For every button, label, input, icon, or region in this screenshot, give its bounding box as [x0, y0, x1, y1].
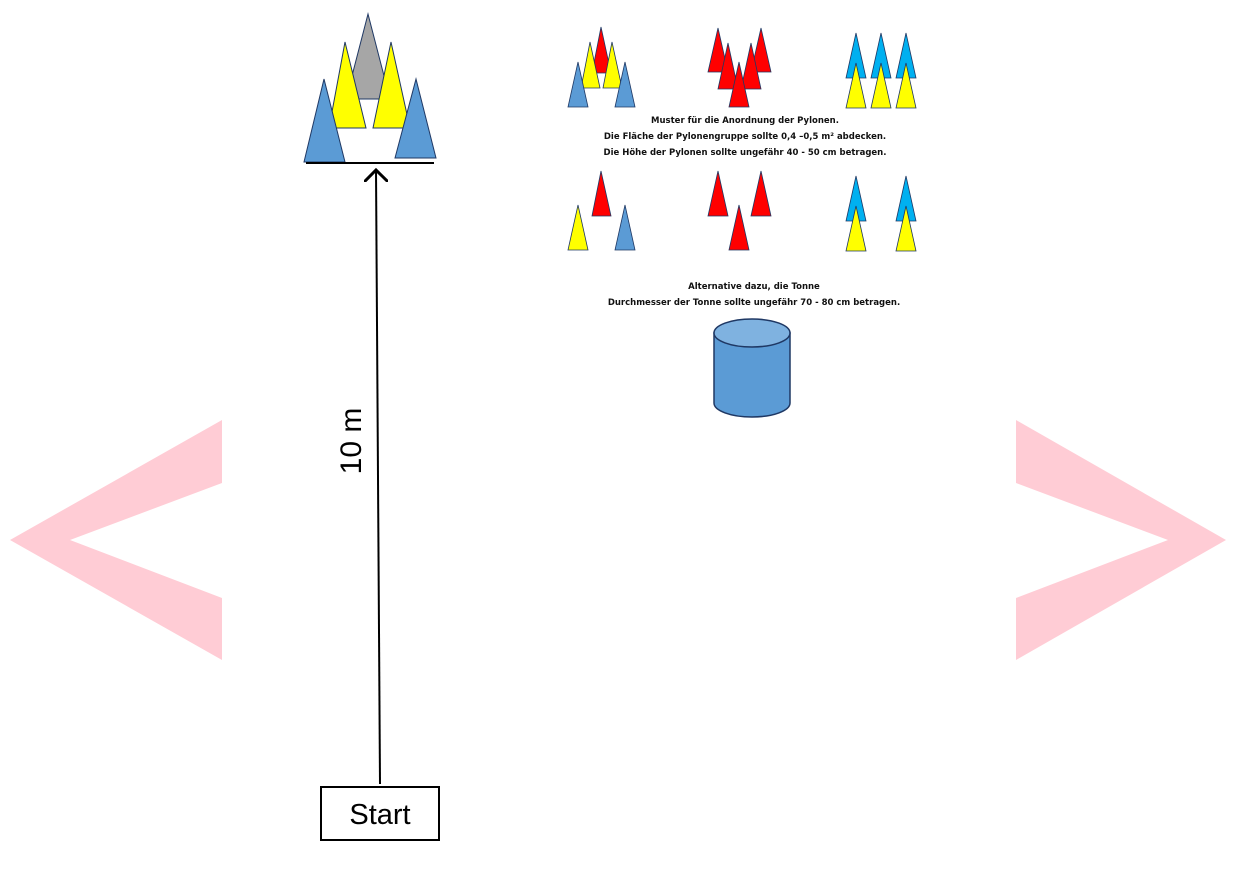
- pattern-red-dense: [707, 27, 772, 108]
- barrel-top: [713, 318, 791, 348]
- cone-yellow: [895, 205, 917, 252]
- barrel-caption: Alternative dazu, die Tonne Durchmesser …: [608, 282, 900, 308]
- cone-yellow: [567, 204, 589, 251]
- cone-yellow: [602, 41, 623, 89]
- cone-red: [591, 170, 612, 217]
- pattern-caption-line-2: Die Fläche der Pylonengruppe sollte 0,4 …: [604, 132, 886, 142]
- barrel-illustration: [713, 318, 791, 418]
- barrel-body: [713, 332, 791, 418]
- cone-yellow-left: [328, 41, 367, 129]
- cone-blue: [567, 61, 589, 108]
- cone-red: [740, 42, 762, 90]
- cone-yellow: [845, 205, 867, 252]
- start-label: Start: [349, 799, 410, 831]
- cone-red: [750, 27, 772, 73]
- cone-yellow: [845, 62, 867, 109]
- cone-blue-right: [394, 77, 437, 159]
- cone-yellow: [895, 62, 917, 109]
- pattern-caption-line-1: Muster für die Anordnung der Pylonen.: [651, 116, 839, 126]
- cone-red: [591, 26, 612, 74]
- cone-yellow: [580, 41, 601, 89]
- barrel-caption-line-1: Alternative dazu, die Tonne: [688, 282, 820, 292]
- start-box: Start: [320, 786, 440, 841]
- cone-yellow-right: [372, 41, 411, 129]
- next-slide-arrow[interactable]: [1016, 420, 1226, 660]
- pattern-mixed-dense: [567, 26, 636, 108]
- barrel-caption-line-2: Durchmesser der Tonne sollte ungefähr 70…: [608, 298, 900, 308]
- pattern-caption-line-3: Die Höhe der Pylonen sollte ungefähr 40 …: [604, 148, 887, 158]
- pattern-cyan-yellow-sparse: [845, 175, 917, 252]
- main-cone-group: [303, 12, 437, 164]
- cone-red: [707, 27, 729, 73]
- cone-blue: [614, 204, 636, 251]
- pattern-red-sparse: [707, 170, 772, 251]
- pattern-cyan-yellow-dense: [845, 32, 917, 109]
- cone-red: [707, 170, 729, 217]
- prev-slide-arrow[interactable]: [10, 420, 222, 660]
- pattern-row-1: [567, 26, 917, 109]
- cone-yellow: [870, 62, 892, 109]
- pattern-caption: Muster für die Anordnung der Pylonen. Di…: [604, 116, 887, 158]
- pattern-row-2: [567, 170, 917, 252]
- cone-red: [717, 42, 739, 90]
- cone-red: [728, 61, 750, 108]
- course-arrow: [376, 170, 380, 785]
- cone-red: [750, 170, 772, 217]
- cone-blue: [614, 61, 636, 108]
- cone-grey: [345, 12, 391, 100]
- cone-red: [728, 204, 750, 251]
- distance-label: 10 m: [335, 408, 368, 475]
- pattern-mixed-sparse: [567, 170, 636, 251]
- start-box-frame: [320, 786, 440, 841]
